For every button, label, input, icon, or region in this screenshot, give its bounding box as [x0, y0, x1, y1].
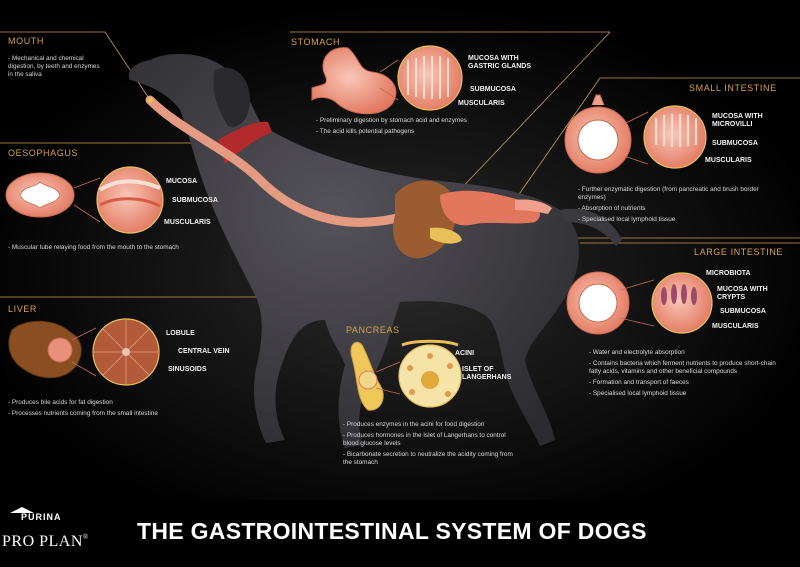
small-intestine-description: - Further enzymatic digestion (from panc… — [578, 186, 778, 227]
pancreas-diagram — [350, 339, 462, 411]
large-intestine-label-mucosa: MUCOSA WITH CRYPTS — [717, 286, 768, 301]
large-intestine-desc-line: - Contains bacteria which ferment nutrie… — [589, 360, 776, 375]
pancreas-title: PANCREAS — [346, 325, 400, 335]
large-intestine-label-submucosa: SUBMUCOSA — [720, 308, 766, 315]
small-intestine-desc-line: - Absorption of nutrients — [578, 205, 646, 212]
purina-logo-text: PURINA — [21, 512, 62, 522]
liver-title: LIVER — [8, 304, 38, 314]
liver-desc-line: - Processes nutrients coming from the sm… — [8, 410, 158, 417]
pancreas-desc-line: - Produces enzymes in the acini for food… — [343, 421, 485, 428]
dog-illustration — [128, 53, 622, 448]
pro-plan-wordmark: PRO PLAN — [2, 533, 83, 550]
stomach-desc-line: - Preliminary digestion by stomach acid … — [316, 117, 467, 124]
liver-label-lobule: LOBULE — [166, 330, 195, 337]
pancreas-description: - Produces enzymes in the acini for food… — [343, 421, 523, 470]
oesophagus-description: - Muscular tube relaying food from the m… — [8, 244, 228, 255]
stomach-organ — [440, 190, 540, 226]
oesophagus-desc-line: - Muscular tube relaying food from the m… — [8, 244, 179, 251]
oesophagus-label-muscularis: MUSCULARIS — [164, 219, 211, 226]
stomach-desc-line: - The acid kills potential pathogens — [316, 128, 415, 135]
oesophagus-diagram — [5, 166, 164, 234]
oesophagus-label-submucosa: SUBMUCOSA — [172, 197, 218, 204]
pancreas-label-islet: ISLET OF LANGERHANS — [462, 366, 512, 381]
large-intestine-desc-line: - Specialised local lymphoid tissue — [589, 390, 687, 397]
small-intestine-desc-line: - Further enzymatic digestion (from panc… — [578, 186, 759, 201]
large-intestine-desc-line: - Water and electrolyte absorption — [589, 349, 685, 356]
small-intestine-desc-line: - Specialised local lymphoid tissue — [578, 216, 676, 223]
large-intestine-desc-line: - Formation and transport of faeces — [589, 379, 689, 386]
small-intestine-guide-line — [514, 77, 800, 201]
mouth-marker — [147, 97, 153, 103]
small-intestine-label-muscularis: MUSCULARIS — [705, 157, 752, 164]
large-intestine-diagram — [566, 271, 713, 335]
pancreas-desc-line: - Bicarbonate secretion to neutralize th… — [343, 451, 513, 466]
stomach-label-muscularis: MUSCULARIS — [458, 100, 505, 107]
mouth-title: MOUTH — [8, 36, 44, 46]
small-intestine-diagram — [564, 94, 707, 174]
oesophagus-label-mucosa: MUCOSA — [166, 178, 198, 185]
footer-bar — [0, 500, 800, 567]
liver-desc-line: - Produces bile acids for fat digestion — [8, 399, 113, 406]
stomach-guide-line — [454, 31, 611, 196]
liver-label-central-vein: CENTRAL VEIN — [178, 348, 230, 355]
small-intestine-label-mucosa: MUCOSA WITH MICROVILLI — [712, 113, 763, 128]
liver-description: - Produces bile acids for fat digestion … — [8, 399, 228, 421]
mouth-desc-line: - Mechanical and chemical digestion, by … — [8, 55, 100, 78]
stomach-label-submucosa: SUBMUCOSA — [470, 86, 516, 93]
large-intestine-label-microbiota: MICROBIOTA — [706, 270, 751, 277]
oesophagus-title: OESOPHAGUS — [8, 148, 79, 158]
large-intestine-label-muscularis: MUSCULARIS — [712, 323, 759, 330]
stomach-label-mucosa: MUCOSA WITH GASTRIC GLANDS — [468, 55, 531, 70]
large-intestine-description: - Water and electrolyte absorption - Con… — [589, 349, 789, 401]
liver-diagram — [8, 318, 160, 386]
small-intestine-organ — [515, 199, 552, 214]
pancreas-label-acini: ACINI — [455, 350, 475, 357]
registered-mark: ® — [82, 533, 89, 541]
purina-checkerboard-icon — [10, 507, 34, 513]
stomach-description: - Preliminary digestion by stomach acid … — [316, 117, 516, 139]
page-title: THE GASTROINTESTINAL SYSTEM OF DOGS — [137, 518, 647, 544]
liver-label-sinusoids: SINUSOIDS — [168, 366, 207, 373]
tail — [560, 208, 622, 246]
pancreas-desc-line: - Produces hormones in the Islet of Lang… — [343, 432, 506, 447]
small-intestine-label-submucosa: SUBMUCOSA — [712, 140, 758, 147]
small-intestine-title: SMALL INTESTINE — [689, 83, 777, 93]
digestive-tract — [145, 95, 552, 259]
stomach-diagram — [311, 45, 463, 115]
mouth-description: - Mechanical and chemical digestion, by … — [8, 55, 103, 82]
pro-plan-logo-text: PRO PLAN® — [2, 533, 89, 551]
pancreas-organ — [430, 227, 462, 244]
large-intestine-title: LARGE INTESTINE — [694, 247, 784, 257]
stomach-title: STOMACH — [291, 37, 341, 47]
